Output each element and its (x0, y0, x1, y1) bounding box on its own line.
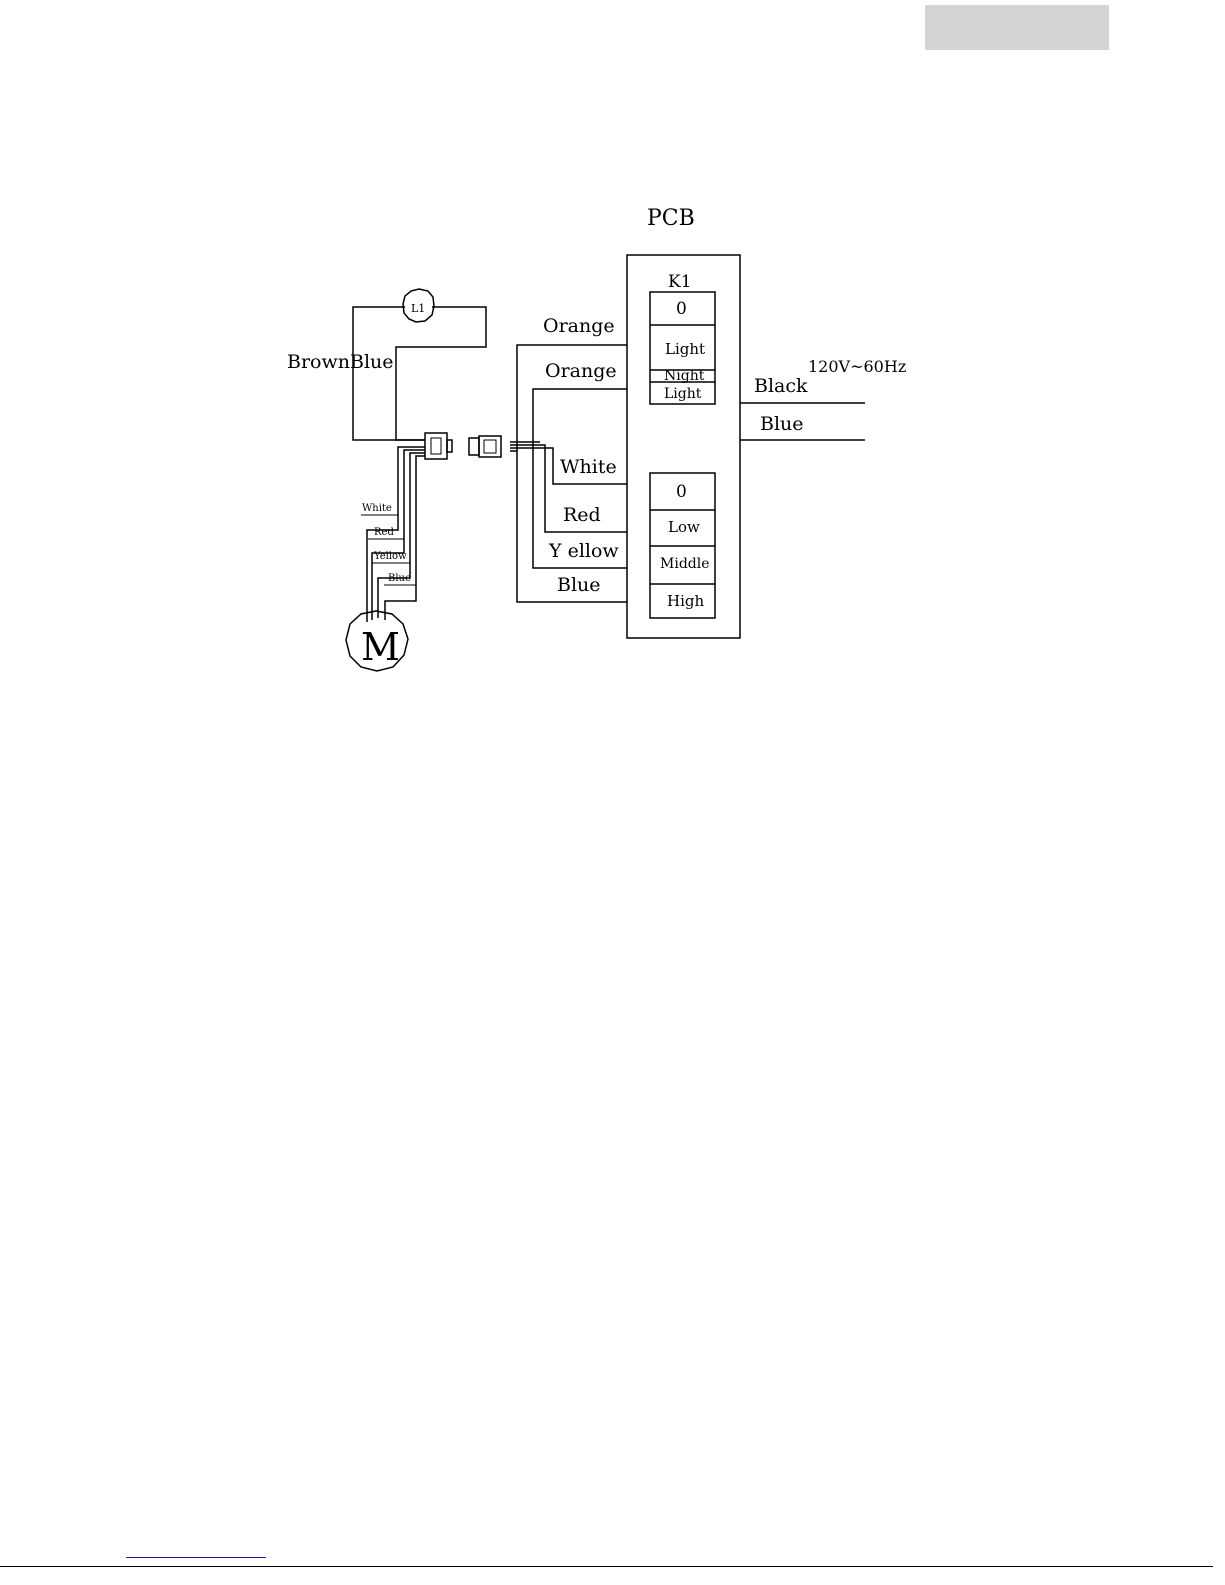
k1-position-night: Night (664, 368, 705, 384)
power-blue-label: Blue (760, 413, 804, 435)
bottom-rule (0, 1566, 1213, 1567)
wire-label-red: Red (563, 504, 601, 526)
wire-label-orange-2: Orange (545, 360, 617, 382)
motor-wire-label-yellow: Yellow (373, 551, 407, 562)
k1-position-0: 0 (676, 299, 687, 319)
pcb-label: PCB (647, 206, 695, 231)
speed-position-low: Low (668, 518, 700, 536)
motor-label: M (361, 625, 400, 669)
wire-label-brown: Brown (287, 351, 350, 373)
motor-wire-label-red: Red (374, 527, 394, 538)
k1-switch: 0 Light Night Light (650, 292, 715, 404)
motor: M (346, 611, 408, 671)
footer-link-underline[interactable] (126, 1557, 266, 1558)
wire-label-blue: Blue (557, 574, 601, 596)
speed-position-middle: Middle (660, 556, 710, 572)
k1-position-light: Light (665, 340, 705, 358)
k1-label: K1 (668, 272, 692, 292)
power-black-label: Black (754, 375, 808, 397)
motor-wire-label-white: White (362, 503, 392, 514)
wire-label-lamp-blue: Blue (350, 351, 394, 373)
lamp-label: L1 (411, 302, 425, 315)
k1-position-night-light: Light (664, 386, 702, 402)
speed-switch: 0 Low Middle High (650, 473, 715, 618)
connector-female (425, 433, 452, 459)
speed-position-high: High (667, 592, 704, 610)
power-voltage-label: 120V~60Hz (808, 357, 906, 376)
motor-wire-label-blue: Blue (388, 573, 411, 584)
speed-position-0: 0 (676, 482, 687, 502)
wire-label-white: White (560, 456, 617, 478)
wire-label-yellow: Y ellow (548, 540, 619, 562)
connector-male (469, 436, 501, 457)
wire-label-orange-1: Orange (543, 315, 615, 337)
